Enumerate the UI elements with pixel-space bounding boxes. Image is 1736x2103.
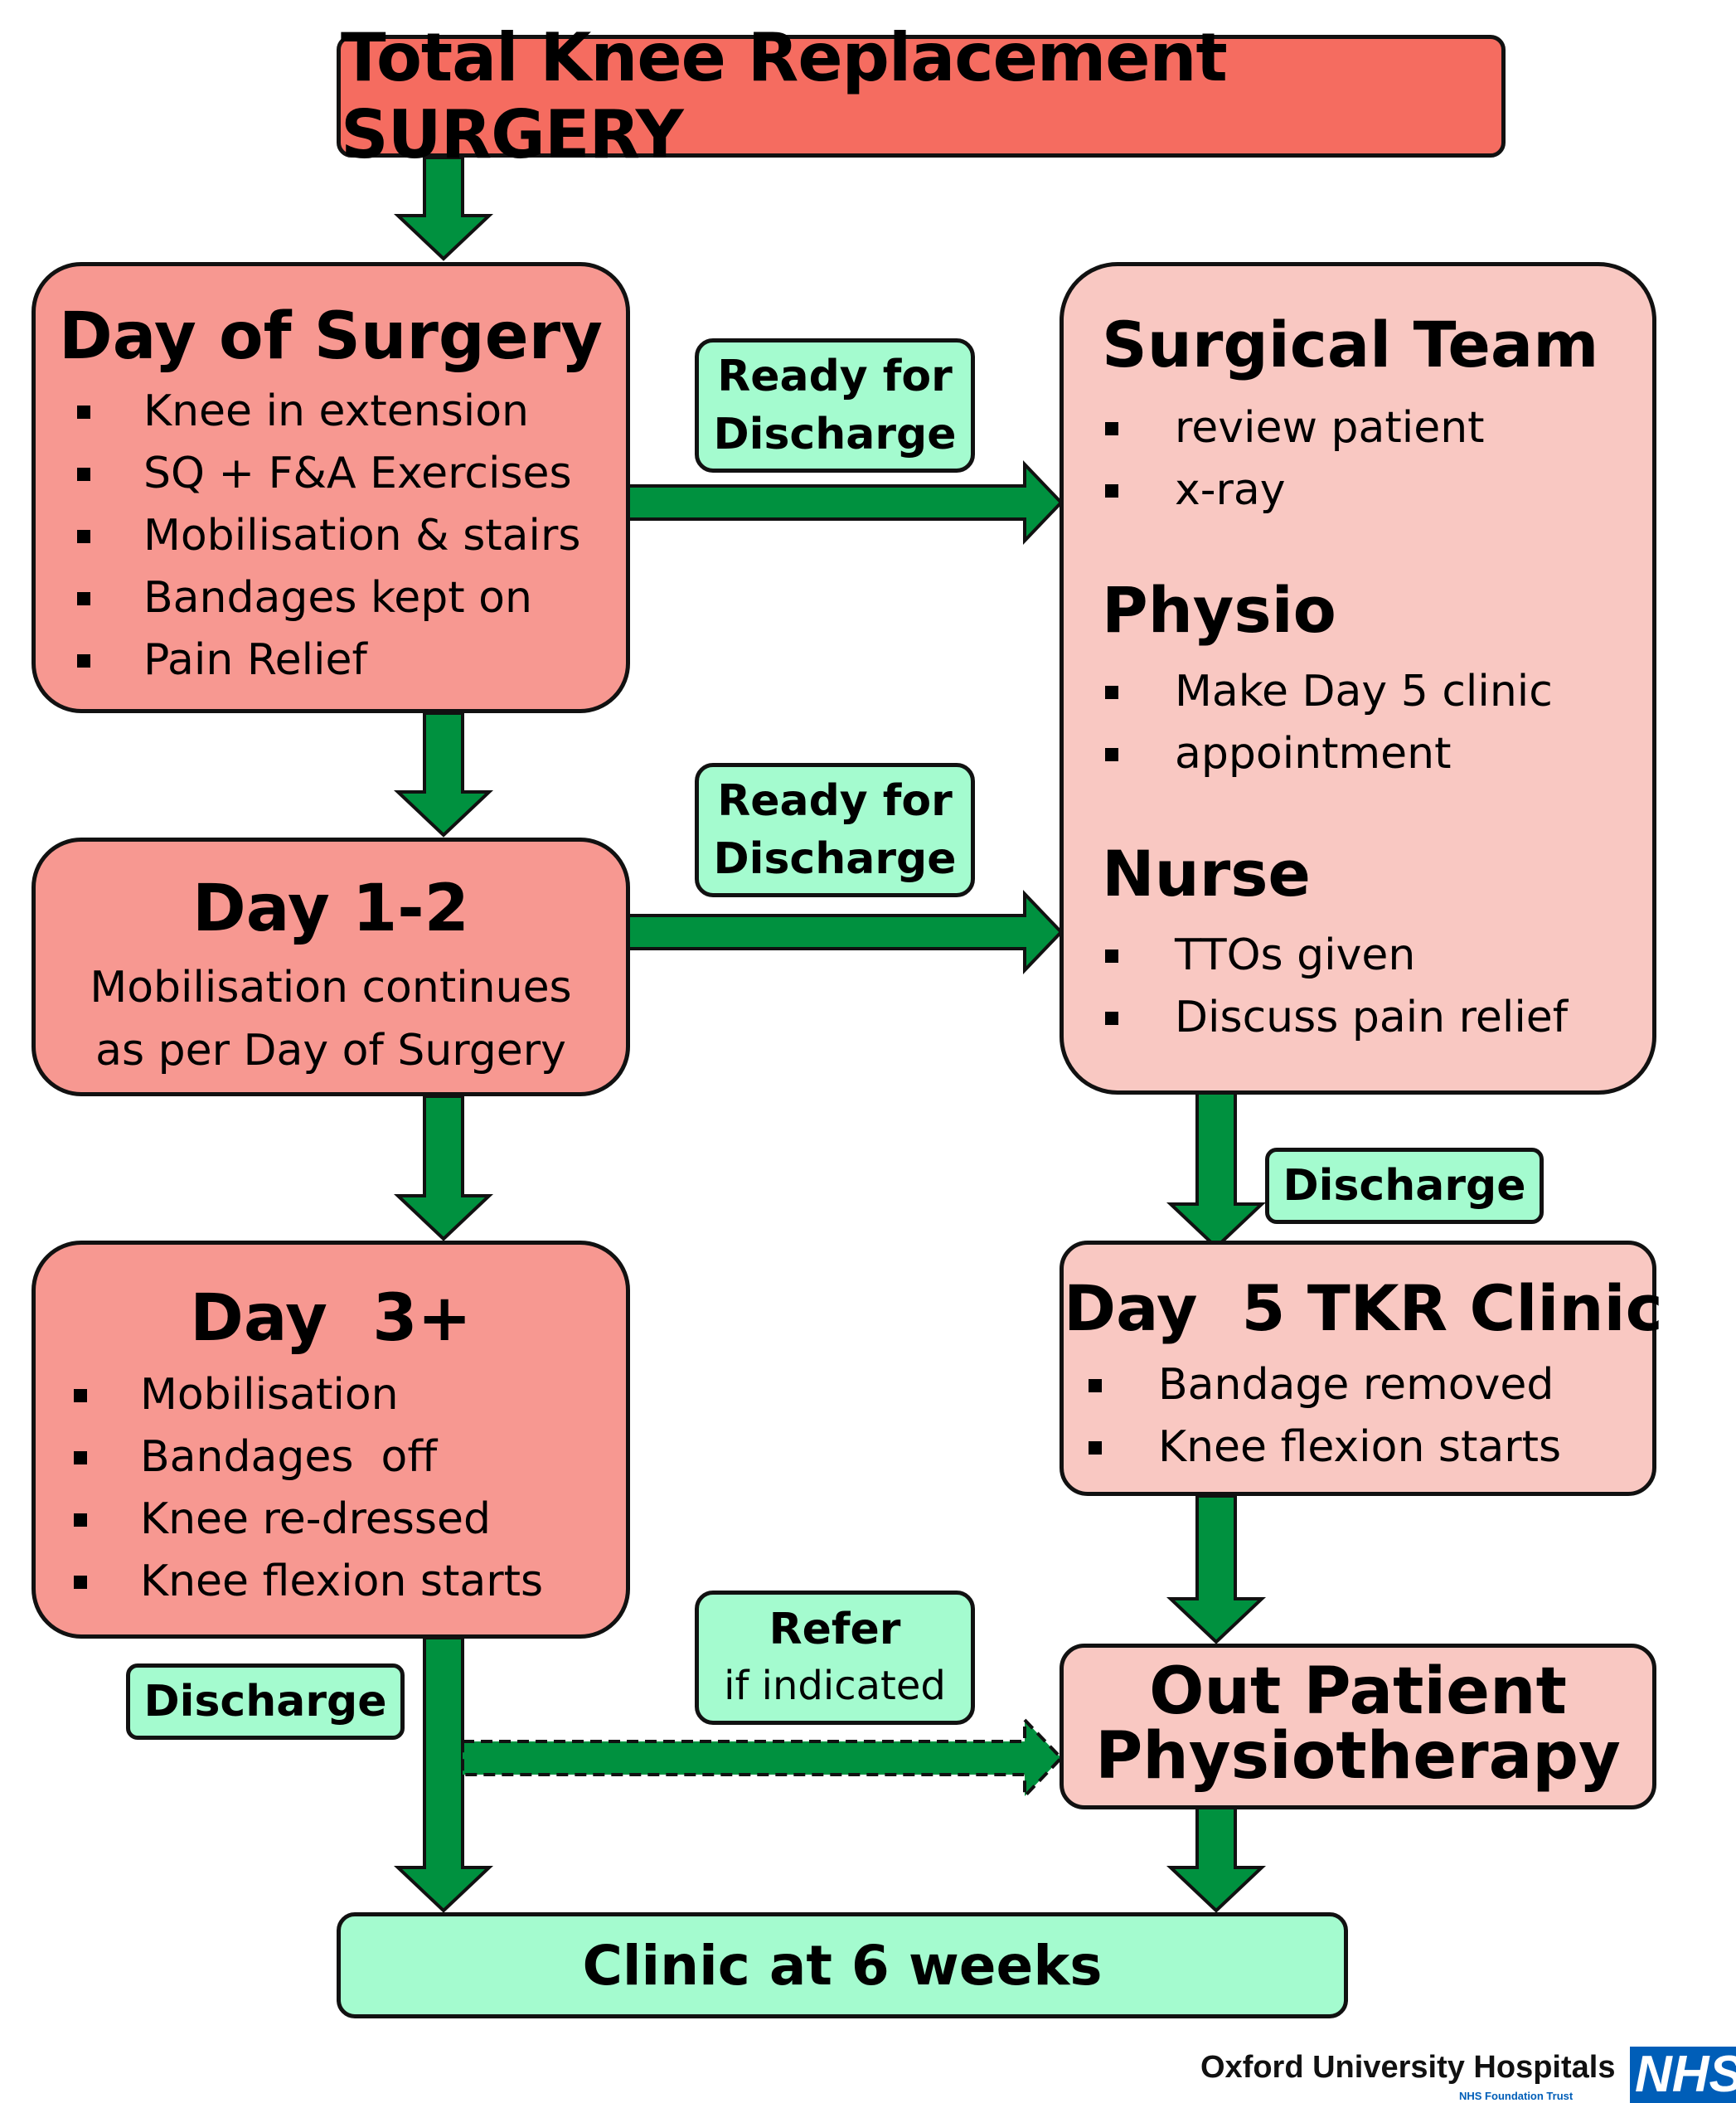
nurse-list: TTOs given Discuss pain relief <box>1105 925 1568 1049</box>
nurse-heading: Nurse <box>1102 837 1311 911</box>
list-item: review patient <box>1105 397 1485 459</box>
refer-line2: if indicated <box>724 1663 946 1709</box>
list-item: x-ray <box>1105 459 1485 522</box>
outpatient-physio-box: Out Patient Physiotherapy <box>1060 1644 1656 1809</box>
list-item: Bandages off <box>74 1426 543 1489</box>
arrow-day-of-surgery-to-day-1-2 <box>393 712 494 838</box>
list-item: Discuss pain relief <box>1105 987 1568 1049</box>
day-of-surgery-heading: Day of Surgery <box>59 299 603 374</box>
right-panel-box: Surgical Team review patient x-ray Physi… <box>1060 262 1656 1095</box>
list-item: Bandage removed <box>1089 1354 1561 1416</box>
list-item: Knee flexion starts <box>74 1551 543 1613</box>
outpatient-line1: Out Patient <box>1149 1654 1567 1729</box>
day5-clinic-box: Day 5 TKR Clinic Bandage removed Knee fl… <box>1060 1241 1663 1496</box>
clinic-6-weeks-box: Clinic at 6 weeks <box>337 1912 1348 2018</box>
arrow-day-1-2-to-day-3 <box>393 1095 494 1241</box>
day-3-list: Mobilisation Bandages off Knee re-dresse… <box>74 1364 543 1613</box>
physio-list: Make Day 5 clinic appointment <box>1105 661 1553 785</box>
ready2-line2: Discharge <box>713 834 957 884</box>
surgical-team-heading: Surgical Team <box>1102 308 1599 381</box>
title-box: Total Knee Replacement SURGERY <box>337 19 1506 173</box>
list-item: TTOs given <box>1105 925 1568 987</box>
list-item: Bandages kept on <box>77 567 580 629</box>
discharge-right-text: Discharge <box>1283 1161 1526 1211</box>
list-item: SQ + F&A Exercises <box>77 443 580 505</box>
ready-for-discharge-label-1: Ready for Discharge <box>695 338 975 473</box>
refer-line1: Refer <box>769 1605 901 1654</box>
day-1-2-line2: as per Day of Surgery <box>95 1026 566 1076</box>
list-item: Make Day 5 clinic <box>1105 661 1553 723</box>
list-item: Mobilisation <box>74 1364 543 1426</box>
ready1-line2: Discharge <box>713 410 957 459</box>
nhs-trust-text: NHS Foundation Trust <box>1459 2090 1574 2102</box>
day-3-heading: Day 3+ <box>190 1281 472 1356</box>
list-item: Knee flexion starts <box>1089 1416 1561 1479</box>
arrow-day-of-surgery-to-right-panel <box>626 460 1064 545</box>
list-item: Pain Relief <box>77 629 580 692</box>
clinic-6-weeks-text: Clinic at 6 weeks <box>582 1933 1103 1998</box>
day5-clinic-list: Bandage removed Knee flexion starts <box>1089 1354 1561 1479</box>
day-3-box: Day 3+ Mobilisation Bandages off Knee re… <box>32 1241 630 1639</box>
arrow-refer-dashed <box>461 1716 1064 1800</box>
arrow-day-3-to-clinic-6-weeks <box>393 1636 494 1913</box>
discharge-label-left: Discharge <box>126 1663 405 1740</box>
arrow-outpatient-to-clinic-6-weeks <box>1166 1806 1267 1913</box>
day-of-surgery-list: Knee in extension SQ + F&A Exercises Mob… <box>77 381 580 692</box>
ready2-line1: Ready for <box>717 776 953 826</box>
physio-heading: Physio <box>1102 573 1336 647</box>
list-item: Mobilisation & stairs <box>77 505 580 567</box>
org-logo-text: Oxford University Hospitals <box>1200 2050 1616 2085</box>
ready-for-discharge-label-2: Ready for Discharge <box>695 763 975 897</box>
arrow-right-panel-to-day5 <box>1166 1090 1267 1250</box>
arrow-title-to-day-of-surgery <box>393 156 494 261</box>
day-1-2-line1: Mobilisation continues <box>90 963 572 1013</box>
day-of-surgery-box: Day of Surgery Knee in extension SQ + F&… <box>32 262 630 713</box>
day5-clinic-heading: Day 5 TKR Clinic <box>1064 1271 1663 1345</box>
list-item: Knee in extension <box>77 381 580 443</box>
day-1-2-heading: Day 1-2 <box>192 872 469 946</box>
day-1-2-box: Day 1-2 Mobilisation continues as per Da… <box>32 838 630 1096</box>
list-item: Knee re-dressed <box>74 1489 543 1551</box>
ready1-line1: Ready for <box>717 352 953 401</box>
outpatient-line2: Physiotherapy <box>1095 1719 1621 1794</box>
surgical-team-list: review patient x-ray <box>1105 397 1485 522</box>
discharge-left-text: Discharge <box>143 1677 387 1727</box>
nhs-logo: NHS <box>1630 2047 1736 2103</box>
list-item-continuation: appointment <box>1105 723 1553 785</box>
discharge-label-right: Discharge <box>1265 1148 1544 1224</box>
title-text: Total Knee Replacement SURGERY <box>341 19 1228 173</box>
arrow-day5-to-outpatient <box>1166 1494 1267 1644</box>
arrow-day-1-2-to-right-panel <box>626 890 1064 974</box>
refer-if-indicated-label: Refer if indicated <box>695 1591 975 1725</box>
